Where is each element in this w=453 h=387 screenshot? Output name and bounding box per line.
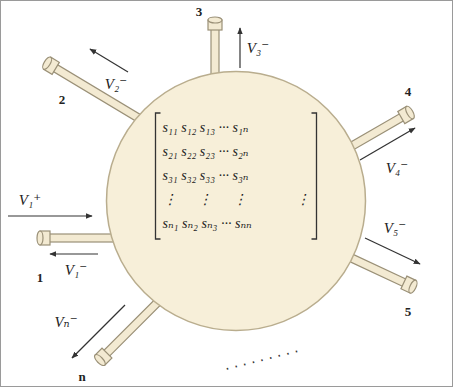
ellipsis-dots: · · · · · · · · · (223, 343, 300, 377)
tube-body (103, 297, 163, 357)
port-tube (208, 17, 222, 80)
wave-arrow (90, 49, 128, 72)
port-tube (37, 231, 120, 245)
circle-shape (107, 72, 366, 331)
wave-label: V₁⁺ (19, 191, 41, 209)
tube-end (41, 56, 53, 71)
port-number: n (78, 369, 85, 385)
matrix-row: s₁₁ s₁₂ s₁₃ ··· s₁ₙ (163, 116, 310, 140)
port-number: 2 (59, 92, 66, 108)
port-number: 1 (37, 270, 44, 286)
port-number: 4 (405, 84, 412, 100)
wave-label: V₂⁻ (105, 75, 127, 93)
matrix-bracket (156, 113, 161, 239)
matrix-row: s₃₁ s₃₂ s₃₃ ··· s₃ₙ (163, 164, 310, 188)
tube-end (37, 231, 43, 245)
tube-end (93, 353, 107, 367)
tube-body (48, 234, 120, 242)
port-number: 5 (405, 304, 412, 320)
port-number: 3 (196, 4, 203, 20)
port-tube (93, 295, 165, 367)
wave-label: V₁⁻ (65, 261, 87, 279)
s-matrix: s₁₁ s₁₂ s₁₃ ··· s₁ₙs₂₁ s₂₂ s₂₃ ··· s₂ₙs₃… (163, 116, 310, 236)
wave-arrow (360, 128, 415, 160)
wave-label: V₄⁻ (386, 159, 408, 177)
wave-arrow (50, 253, 98, 254)
wave-label: V₃⁻ (247, 39, 269, 57)
wave-arrow (8, 215, 92, 216)
tube-end (407, 279, 418, 294)
matrix-row: s₂₁ s₂₂ s₂₃ ··· s₂ₙ (163, 140, 310, 164)
tube-end (208, 17, 222, 23)
tube-end (404, 105, 416, 120)
matrix-row: sₙ₁ sₙ₂ sₙ₃ ··· sₙₙ (163, 212, 310, 236)
wave-arrow (239, 28, 240, 68)
wave-label: Vₙ⁻ (54, 313, 77, 331)
wave-label: V₅⁻ (384, 219, 406, 237)
wave-arrow (365, 238, 420, 264)
matrix-row: ⋮ ⋮ ⋮ ⋮ (163, 188, 310, 212)
wave-arrow (72, 305, 125, 358)
matrix-bracket (312, 113, 317, 239)
network-circle: s₁₁ s₁₂ s₁₃ ··· s₁ₙs₂₁ s₂₂ s₂₃ ··· s₂ₙs₃… (105, 70, 367, 332)
